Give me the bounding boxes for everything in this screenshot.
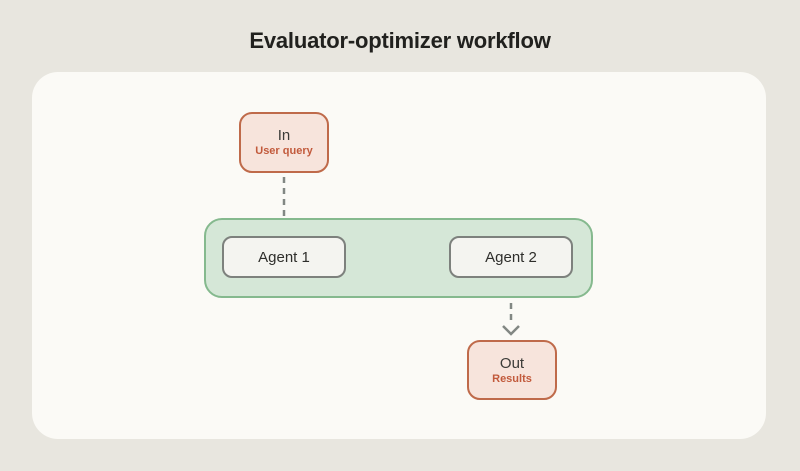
node-agent-1: Agent 1	[222, 236, 346, 278]
page-title: Evaluator-optimizer workflow	[249, 28, 551, 53]
node-out: Out Results	[467, 340, 557, 400]
node-in-sublabel: User query	[255, 145, 313, 157]
node-in-label: In	[277, 127, 291, 144]
node-out-sublabel: Results	[492, 372, 532, 385]
node-agent-2: Agent 2	[449, 236, 573, 278]
node-agent-2-label: Agent 2	[485, 248, 537, 266]
node-out-label: Out	[499, 354, 525, 372]
node-in: In User query	[239, 112, 329, 173]
node-agent-1-label: Agent 1	[258, 248, 310, 266]
